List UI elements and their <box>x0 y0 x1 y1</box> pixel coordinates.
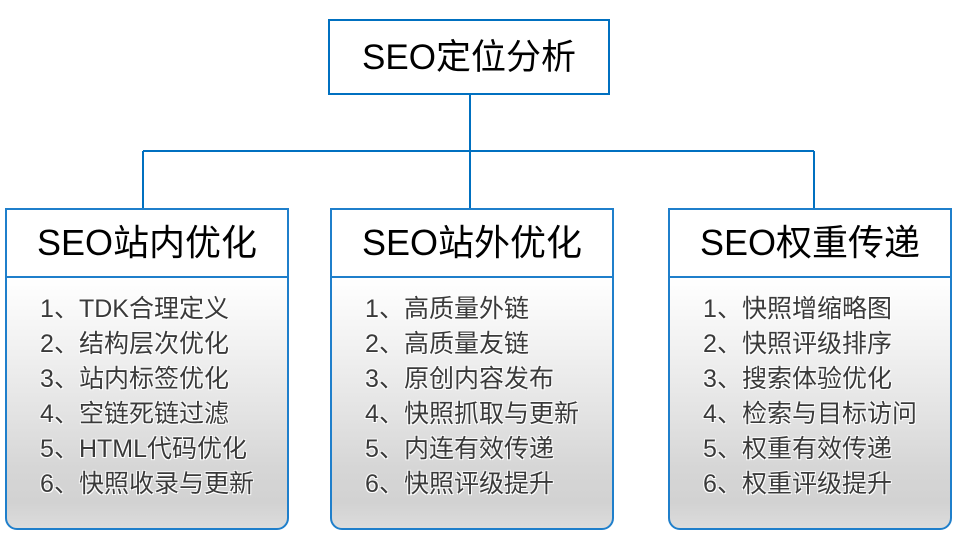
branch-item-list-2: 1、高质量外链 2、高质量友链 3、原创内容发布 4、快照抓取与更新 5、内连有… <box>365 292 579 502</box>
list-item: 6、快照收录与更新 <box>40 470 254 498</box>
list-item: 4、空链死链过滤 <box>40 400 229 428</box>
branch-body-2: 1、高质量外链 2、高质量友链 3、原创内容发布 4、快照抓取与更新 5、内连有… <box>330 276 614 530</box>
list-item: 2、快照评级排序 <box>703 330 892 358</box>
branch-header-3[interactable]: SEO权重传递 <box>668 208 952 278</box>
branch-item-list-1: 1、TDK合理定义 2、结构层次优化 3、站内标签优化 4、空链死链过滤 5、H… <box>40 292 254 502</box>
branch-header-label-3: SEO权重传递 <box>699 222 921 263</box>
root-node[interactable]: SEO定位分析 <box>328 19 610 95</box>
list-item: 4、快照抓取与更新 <box>365 400 579 428</box>
list-item: 1、快照增缩略图 <box>703 295 892 323</box>
list-item: 3、原创内容发布 <box>365 365 554 393</box>
list-item: 1、高质量外链 <box>365 295 529 323</box>
branch-item-list-3: 1、快照增缩略图 2、快照评级排序 3、搜索体验优化 4、检索与目标访问 5、权… <box>703 292 917 502</box>
list-item: 2、高质量友链 <box>365 330 529 358</box>
list-item: 5、权重有效传递 <box>703 435 892 463</box>
list-item: 4、检索与目标访问 <box>703 400 917 428</box>
branch-header-label-1: SEO站内优化 <box>36 222 258 263</box>
list-item: 1、TDK合理定义 <box>40 295 229 323</box>
branch-column-3: SEO权重传递 1、快照增缩略图 2、快照评级排序 3、搜索体验优化 4、检索与… <box>668 208 952 530</box>
list-item: 6、快照评级提升 <box>365 470 554 498</box>
branch-header-1[interactable]: SEO站内优化 <box>5 208 289 278</box>
branch-header-label-2: SEO站外优化 <box>361 222 583 263</box>
list-item: 5、HTML代码优化 <box>40 435 248 463</box>
list-item: 5、内连有效传递 <box>365 435 554 463</box>
list-item: 2、结构层次优化 <box>40 330 229 358</box>
branch-column-1: SEO站内优化 1、TDK合理定义 2、结构层次优化 3、站内标签优化 4、空链… <box>5 208 289 530</box>
list-item: 3、搜索体验优化 <box>703 365 892 393</box>
branch-header-2[interactable]: SEO站外优化 <box>330 208 614 278</box>
list-item: 6、权重评级提升 <box>703 470 892 498</box>
branch-body-3: 1、快照增缩略图 2、快照评级排序 3、搜索体验优化 4、检索与目标访问 5、权… <box>668 276 952 530</box>
branch-column-2: SEO站外优化 1、高质量外链 2、高质量友链 3、原创内容发布 4、快照抓取与… <box>330 208 614 530</box>
list-item: 3、站内标签优化 <box>40 365 229 393</box>
branch-body-1: 1、TDK合理定义 2、结构层次优化 3、站内标签优化 4、空链死链过滤 5、H… <box>5 276 289 530</box>
root-node-title: SEO定位分析 <box>362 37 576 77</box>
